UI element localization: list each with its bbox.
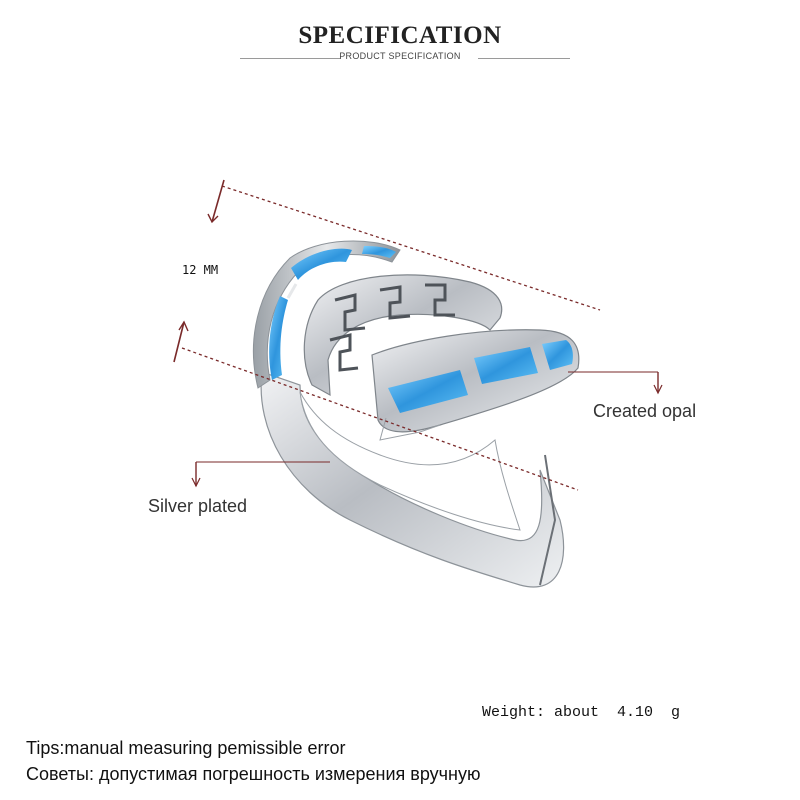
ring-shank [260,371,565,588]
greek-key-band [303,274,503,397]
opal-band-front [371,329,580,441]
dimension-line-bottom [181,347,579,491]
opal-label: Created opal [593,401,697,421]
silver-label: Silver plated [148,496,248,516]
dimension-tick-top [211,179,225,223]
subtitle-row: PRODUCT SPECIFICATION [0,51,800,65]
page-title: SPECIFICATION [298,22,502,49]
weight-text: Weight: about 4.10 g [482,704,681,721]
tips-russian: Советы: допустимая погрешность измерения… [26,764,481,784]
divider-left [240,58,340,59]
divider-right [478,58,570,59]
dimension-lines [173,179,663,491]
tips-english: Tips:manual measuring pemissible error [26,738,346,758]
dimension-line-top [221,185,601,311]
opal-band-left [252,240,401,389]
page-subtitle: PRODUCT SPECIFICATION [339,51,461,61]
dimension-label: 12 MM [182,263,219,277]
dimension-tick-bottom [173,321,185,363]
